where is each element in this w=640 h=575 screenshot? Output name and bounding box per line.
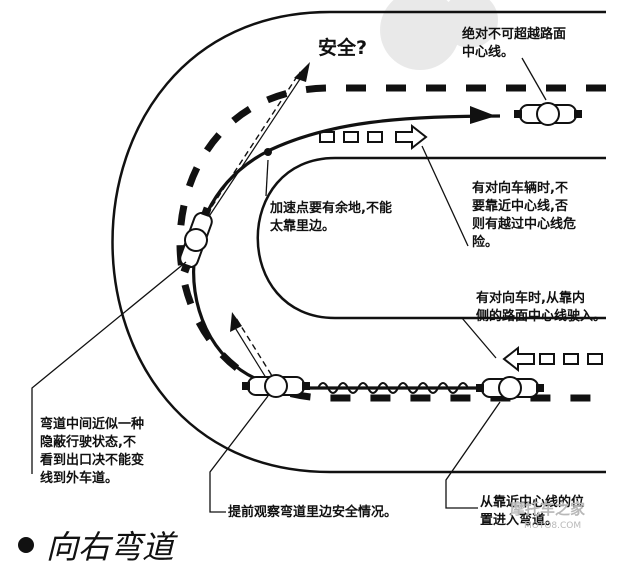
watermark: 摩托车之家 MOTO8.COM (510, 500, 585, 531)
motorcycle-entry-center (476, 376, 544, 400)
road-center-line (176, 84, 606, 402)
safety-question-label: 安全? (318, 36, 367, 59)
note-observe-inside: 提前观察弯道里边安全情况。 (228, 504, 397, 520)
acceleration-point (264, 148, 272, 156)
note-no-cross-center: 绝对不可超越路面 中心线。 (462, 26, 571, 60)
note-acceleration-point: 加速点要有余地,不能 太靠里边。 (269, 200, 396, 234)
exit-arrow (319, 123, 428, 151)
figure-caption: 向右弯道 (46, 528, 178, 566)
note-oncoming-vehicle: 有对向车辆时,不 要靠近中心线,否 则有越过中心线危 险。 (472, 180, 581, 250)
leader-lines (31, 57, 547, 513)
caption-bullet-icon (18, 537, 34, 553)
motorcycle-mid-curve (179, 206, 213, 274)
road-inner-edge (256, 156, 606, 320)
motorcycle-exit (514, 102, 582, 126)
note-hidden-state: 弯道中间近似一种 隐蔽行驶状态,不 看到出口决不能变 线到外车道。 (40, 416, 149, 486)
note-enter-near-center: 从靠近中心线的位 置进入弯道。 (480, 494, 589, 528)
sightline-arrow-head (294, 62, 310, 82)
motorcycle-entry-inner (242, 374, 310, 398)
svg-text:MOTO8.COM: MOTO8.COM (524, 521, 581, 531)
svg-text:摩托车之家: 摩托车之家 (510, 500, 585, 518)
entry-arrow (502, 345, 603, 373)
riding-path (192, 114, 501, 390)
road-outer-edge (111, 10, 606, 474)
note-oncoming-entry: 有对向车时,从靠内 侧的路面中心线驶入。 (476, 290, 606, 324)
zigzag-path (317, 382, 469, 394)
